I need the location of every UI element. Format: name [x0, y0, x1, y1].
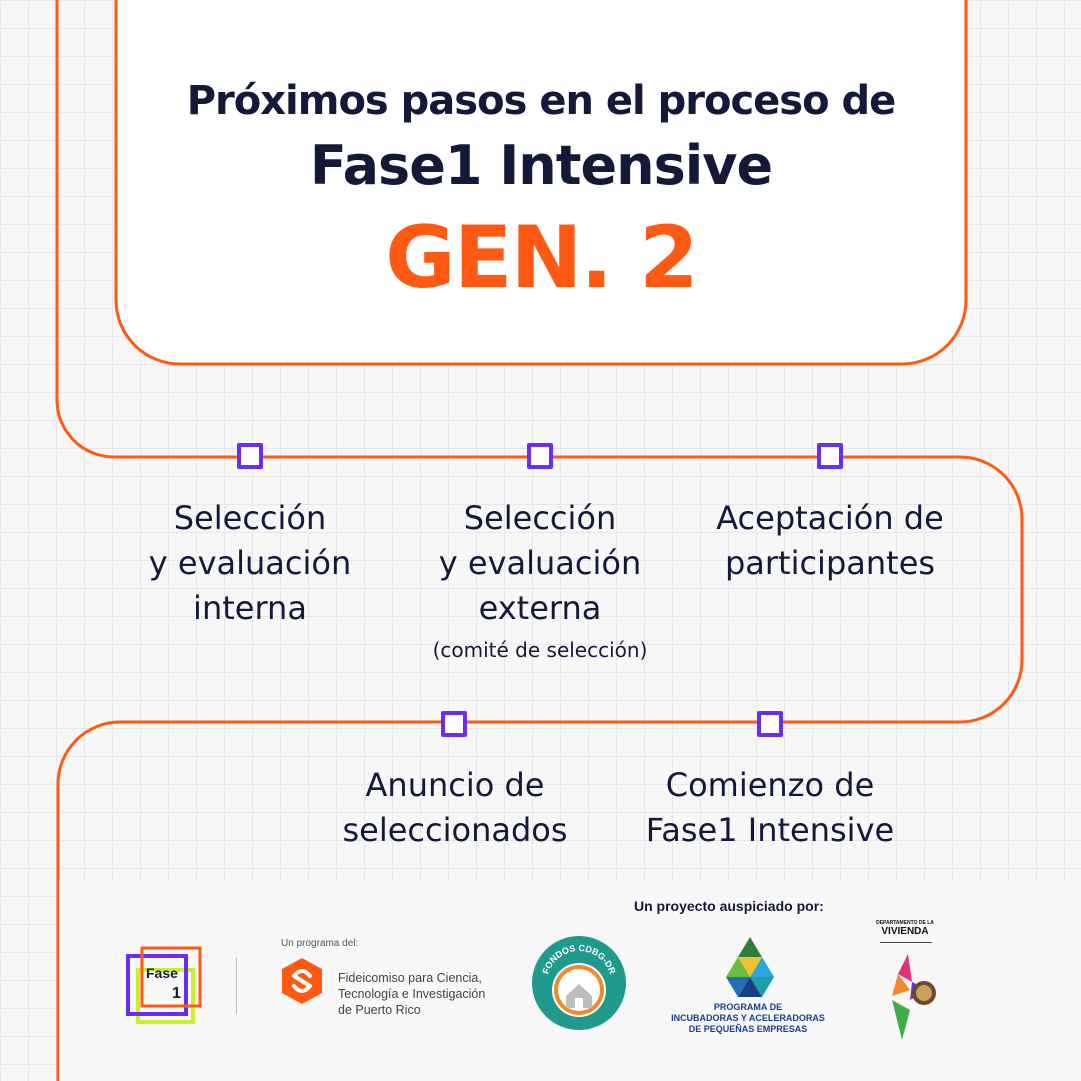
title-line-1: Próximos pasos en el proceso de — [186, 78, 897, 124]
incubadoras-line: PROGRAMA DE — [713, 1002, 783, 1012]
vivienda-small-text: DEPARTAMENTO DE LA — [876, 920, 934, 926]
step-marker — [757, 711, 783, 737]
fct-name-line: Fideicomiso para Ciencia, — [338, 971, 482, 985]
step-text-line: Selección — [463, 499, 617, 537]
fct-logo-icon — [282, 958, 322, 1004]
fase1-logo-number: 1 — [172, 985, 181, 1002]
incubadoras-line: INCUBADORAS Y ACELERADORAS — [671, 1013, 825, 1023]
step-text-line: participantes — [724, 544, 936, 582]
step-note: (comité de selección) — [432, 638, 648, 662]
fct-name-line: de Puerto Rico — [338, 1003, 421, 1017]
fct-name: Fideicomiso para Ciencia, Tecnología e I… — [338, 970, 485, 1018]
incubadoras-logo-icon — [726, 937, 774, 997]
footer-divider — [236, 958, 237, 1014]
step-text-line: Comienzo de — [665, 766, 875, 804]
step-text-line: Fase1 Intensive — [645, 811, 895, 849]
step-marker — [237, 443, 263, 469]
step-text-line: Selección — [173, 499, 327, 537]
incubadoras-line: DE PEQUEÑAS EMPRESAS — [688, 1024, 808, 1034]
step-text-line: y evaluación — [148, 544, 352, 582]
fct-name-line: Tecnología e Investigación — [338, 987, 486, 1001]
fase1-logo-word: Fase — [146, 965, 178, 981]
step-marker — [527, 443, 553, 469]
vivienda-logo-icon — [892, 954, 936, 1040]
step-marker — [441, 711, 467, 737]
vivienda-rule — [880, 942, 932, 943]
fase1-logo: Fase 1 — [126, 946, 202, 1024]
step-aceptacion: Aceptación de participantes — [680, 496, 980, 586]
cdbg-dr-logo: FONDOS CDBG-DR — [532, 936, 626, 1030]
incubadoras-name: PROGRAMA DE INCUBADORAS Y ACELERADORAS D… — [658, 1002, 838, 1035]
step-text-line: externa — [478, 589, 602, 627]
sponsor-label: Un proyecto auspiciado por: — [634, 898, 824, 914]
header-card-outline — [114, 0, 968, 366]
step-anuncio: Anuncio de seleccionados — [305, 763, 605, 853]
step-marker — [817, 443, 843, 469]
step-seleccion-interna: Selección y evaluación interna — [100, 496, 400, 631]
step-text-line: Anuncio de — [365, 766, 545, 804]
step-comienzo: Comienzo de Fase1 Intensive — [620, 763, 920, 853]
timeline-outer-line — [55, 0, 1024, 1081]
title-generation: GEN. 2 — [385, 208, 699, 308]
vivienda-name: DEPARTAMENTO DE LA VIVIENDA — [876, 920, 934, 937]
program-label: Un programa del: — [281, 938, 359, 949]
step-seleccion-externa: Selección y evaluación externa (comité d… — [390, 496, 690, 665]
title-line-2: Fase1 Intensive — [309, 134, 773, 197]
step-text-line: interna — [193, 589, 307, 627]
step-text-line: y evaluación — [438, 544, 642, 582]
vivienda-big-text: VIVIENDA — [881, 926, 929, 937]
step-text-line: seleccionados — [342, 811, 568, 849]
step-text-line: Aceptación de — [716, 499, 944, 537]
